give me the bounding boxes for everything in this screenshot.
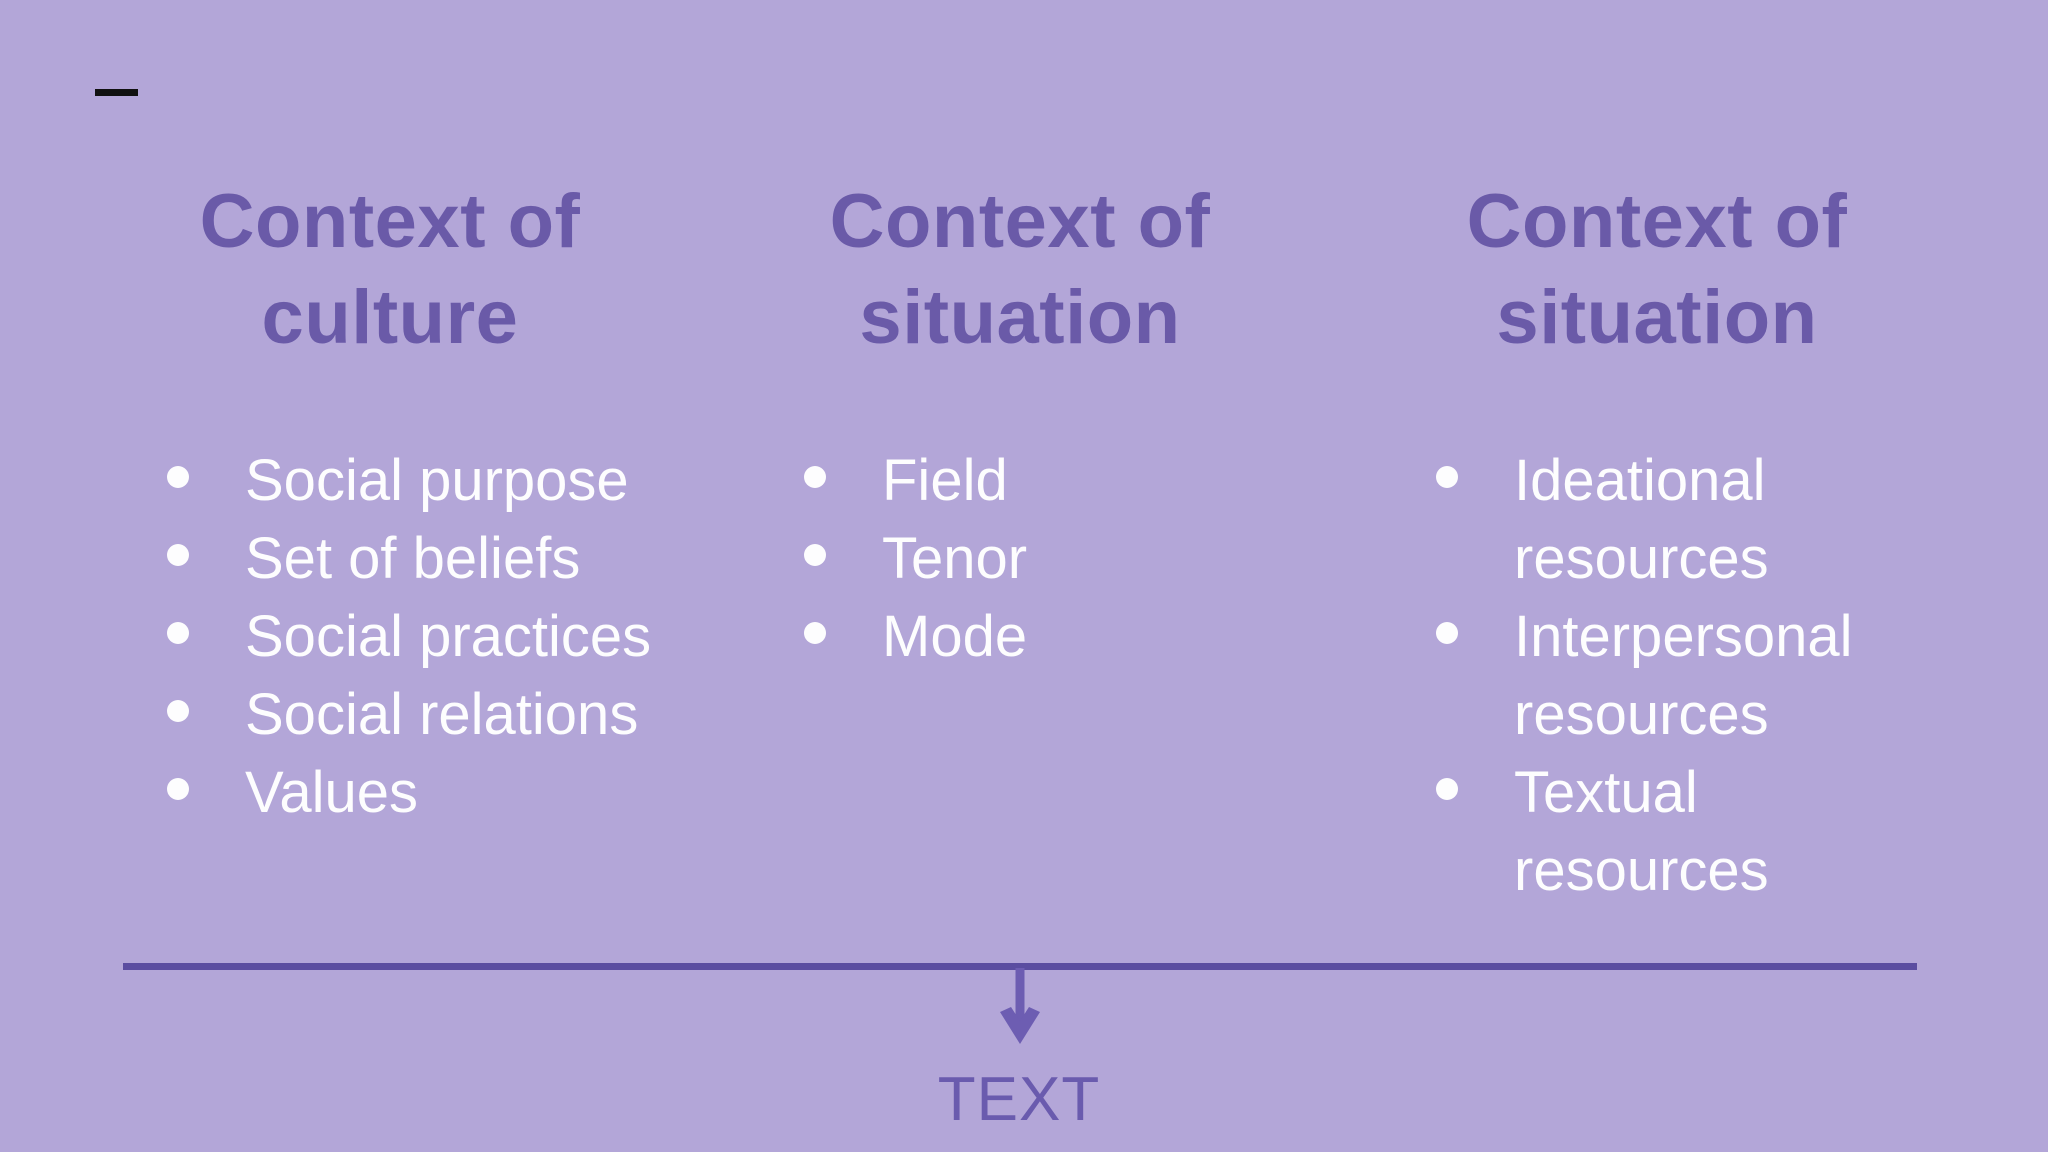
column-1-heading: Context of culture xyxy=(199,179,581,360)
bullet-dot-icon xyxy=(167,544,189,566)
column-2-list: Field Tenor Mode xyxy=(804,442,1274,676)
bullet-dot-icon xyxy=(167,622,189,644)
footer-text-label: TEXT xyxy=(937,1065,1101,1134)
list-item: Tenor xyxy=(804,520,1274,598)
column-3-list: Ideational resources Interpersonal resou… xyxy=(1436,442,1960,910)
list-item: Values xyxy=(167,754,739,832)
list-item-label: Set of beliefs xyxy=(245,526,581,591)
list-item-label: Field xyxy=(882,448,1008,513)
list-item-label: Values xyxy=(245,760,419,825)
dash-icon xyxy=(95,89,138,96)
list-item: Social purpose xyxy=(167,442,739,520)
list-item: Mode xyxy=(804,598,1274,676)
column-2-heading: Context of situation xyxy=(829,179,1211,360)
horizontal-divider xyxy=(123,963,1917,970)
list-item-label: Interpersonal resources xyxy=(1514,604,1853,747)
list-item-label: Social practices xyxy=(245,604,652,669)
list-item: Ideational resources xyxy=(1436,442,1960,598)
column-3-heading: Context of situation xyxy=(1466,179,1848,360)
bullet-dot-icon xyxy=(1436,622,1458,644)
list-item: Set of beliefs xyxy=(167,520,739,598)
list-item-label: Ideational resources xyxy=(1514,448,1769,591)
list-item-label: Mode xyxy=(882,604,1028,669)
list-item-label: Social relations xyxy=(245,682,639,747)
list-item: Social relations xyxy=(167,676,739,754)
column-1-list: Social purpose Set of beliefs Social pra… xyxy=(167,442,739,832)
list-item: Textual resources xyxy=(1436,754,1960,910)
list-item-label: Tenor xyxy=(882,526,1028,591)
bullet-dot-icon xyxy=(167,466,189,488)
bullet-dot-icon xyxy=(804,544,826,566)
bullet-dot-icon xyxy=(804,622,826,644)
list-item-label: Textual resources xyxy=(1514,760,1769,903)
bullet-dot-icon xyxy=(167,778,189,800)
list-item: Interpersonal resources xyxy=(1436,598,1960,754)
bullet-dot-icon xyxy=(167,700,189,722)
list-item: Field xyxy=(804,442,1274,520)
list-item-label: Social purpose xyxy=(245,448,629,513)
bullet-dot-icon xyxy=(804,466,826,488)
list-item: Social practices xyxy=(167,598,739,676)
down-arrow-icon xyxy=(1000,968,1040,1044)
bullet-dot-icon xyxy=(1436,778,1458,800)
bullet-dot-icon xyxy=(1436,466,1458,488)
